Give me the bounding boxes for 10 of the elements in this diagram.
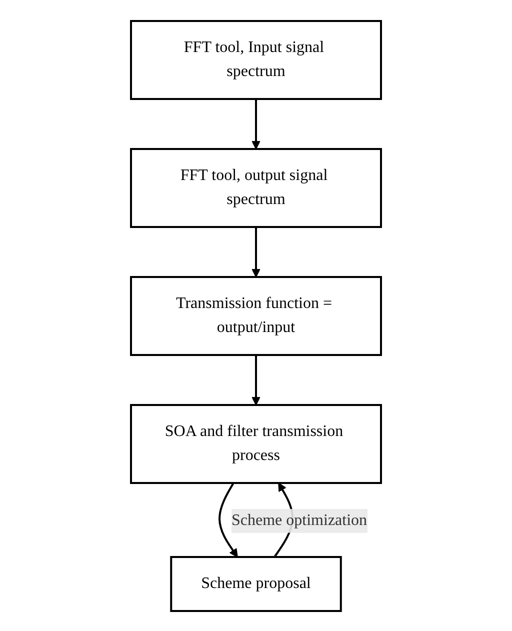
arrow	[218, 482, 238, 557]
node-box: FFT tool, output signal spectrum	[130, 148, 382, 228]
node-box: Transmission function = output/input	[130, 276, 382, 356]
arrow	[252, 226, 260, 277]
edge-label: Scheme optimization	[232, 511, 368, 528]
node-box: SOA and filter transmission process	[130, 404, 382, 484]
node-box: FFT tool, Input signal spectrum	[130, 20, 382, 100]
arrow	[252, 98, 260, 149]
node-box: Scheme proposal	[170, 556, 342, 612]
arrow	[252, 354, 260, 405]
